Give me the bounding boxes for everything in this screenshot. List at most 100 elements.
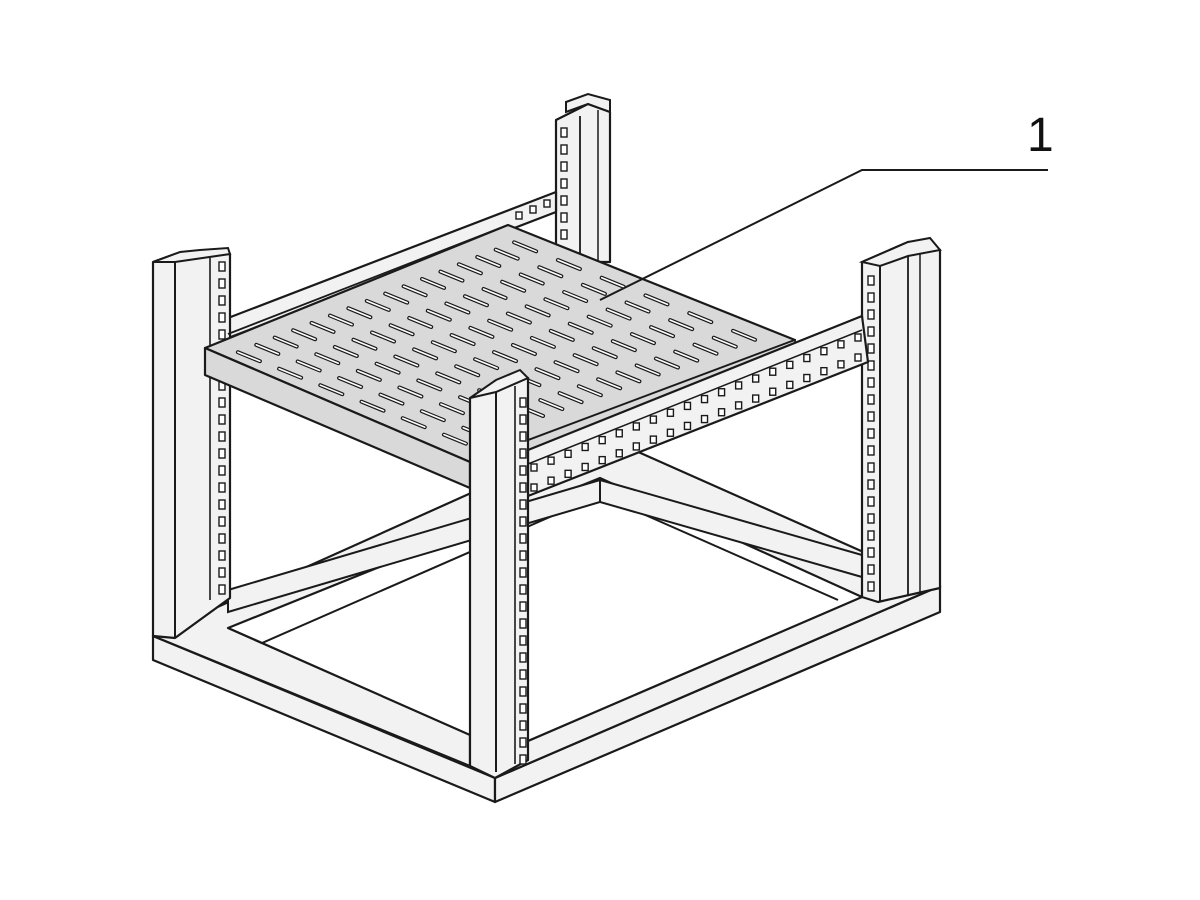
shelf-perforation [531,337,555,348]
shelf-perforation [573,354,598,365]
mounting-slot [218,448,226,459]
mounting-slot [867,292,875,303]
mounting-slot [867,411,875,422]
shelf-perforation [606,308,631,320]
mounting-slot [218,584,226,595]
mounting-slot [519,737,527,748]
callout-number: 1 [1027,109,1054,162]
mounting-slot [519,720,527,731]
shelf-perforation [563,291,587,302]
shelf-perforation [568,322,593,334]
shelf-perforation [292,329,316,341]
shelf-perforation [469,327,494,338]
mounting-slot [519,414,527,425]
mounting-slot [867,462,875,473]
shelf-perforation [712,336,737,348]
mounting-slot [867,530,875,541]
mounting-slot [519,499,527,510]
mounting-slot [218,516,226,527]
shelf-perforation [512,344,536,355]
mounting-slot [615,429,623,438]
shelf-perforation [389,324,414,336]
shelf-perforation [440,403,464,414]
shelf-perforation [476,256,501,267]
mounting-slot [560,161,568,172]
mounting-slot [700,414,709,424]
shelf-perforation [421,410,445,421]
mounting-slot [218,295,226,306]
mounting-slot [519,533,527,544]
mounting-slot [218,329,226,340]
mounting-slot [632,422,641,431]
mounting-slot [560,178,568,189]
shelf-perforation [401,417,426,428]
mounting-slot [218,261,226,272]
shelf-perforation [688,312,713,323]
shelf-perforation [525,305,550,317]
shelf-perforation [538,266,563,278]
mounting-slot [519,448,527,459]
shelf-perforation [237,351,261,363]
shelf-perforation [554,361,579,372]
shelf-perforation [597,378,621,390]
base-right-face [493,584,942,804]
mounting-slot [854,333,862,342]
shelf-perforation [360,400,385,412]
shelf-perforation [371,331,395,343]
shelf-perforation [432,341,456,352]
mounting-slot [581,442,589,452]
mounting-slot [218,499,226,510]
mounting-slot [803,353,811,363]
rear-left-upright [554,92,612,264]
mounting-slot [218,312,226,323]
mounting-slot [598,435,606,445]
shelf-perforation [539,399,564,410]
shelf-perforation [413,348,437,360]
mounting-slot [837,360,845,369]
mounting-slot [519,601,527,612]
shelf-perforation [408,317,433,328]
mounting-slot [867,479,875,490]
shelf-perforation [338,377,362,388]
mounting-slot [666,408,675,417]
mounting-slot [867,394,875,405]
mounting-slot [666,428,675,437]
shelf-perforation [482,288,507,299]
shelf-perforation [315,353,340,365]
mounting-slot [867,275,875,286]
mounting-slot [218,550,226,561]
mounting-slot [564,469,572,479]
callout-leader-line [599,169,1048,301]
mounting-slot [820,346,828,356]
mounting-slot [751,394,760,403]
perforated-shelf [203,223,797,490]
mounting-slot [751,374,760,383]
shelf-perforation [273,336,298,348]
mounting-slot [717,388,726,397]
shelf-perforation [558,392,583,403]
mounting-slot [519,686,527,697]
mounting-slot [837,340,845,349]
mounting-slot [867,496,875,507]
mounting-slot [598,455,606,465]
shelf-perforation [421,278,445,289]
mounting-slot [519,703,527,714]
mounting-slot [854,353,862,362]
shelf-perforation [631,333,655,344]
shelf-perforation [436,372,461,384]
mounting-slot [717,408,726,417]
shelf-perforation [255,344,280,355]
shelf-perforation [464,295,488,307]
bottom-rear-beams [227,478,863,614]
mounting-slot [519,567,527,578]
mounting-slot [867,428,875,439]
mounting-slot [867,377,875,388]
base-inner-edge [227,493,839,645]
shelf-perforation [732,330,756,341]
shelf-perforation [474,358,498,369]
shelf-perforation [379,393,404,405]
mounting-slot [218,397,226,408]
shelf-perforation [650,326,674,337]
shelf-perforation [644,294,669,306]
